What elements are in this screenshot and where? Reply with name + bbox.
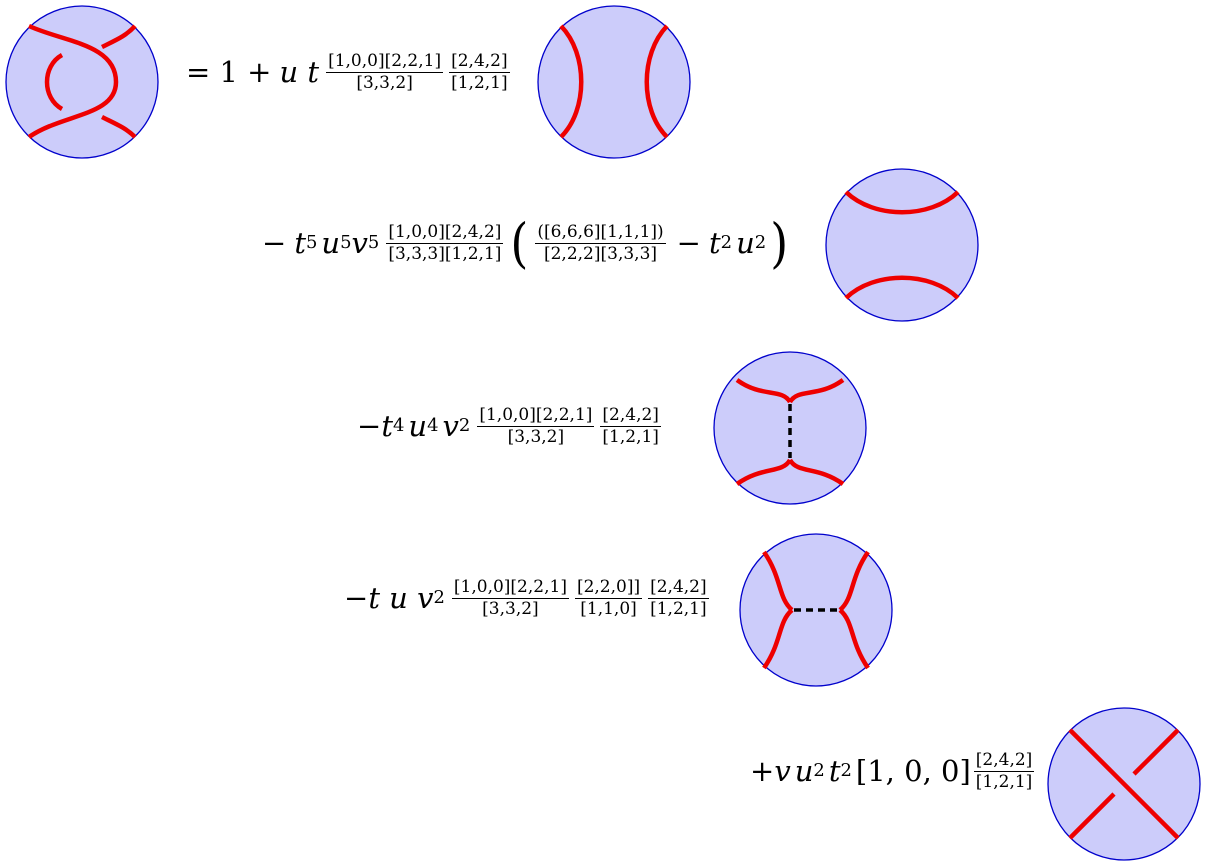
minus: − <box>676 225 701 260</box>
strand <box>735 458 792 486</box>
var-v: v <box>442 408 459 443</box>
fraction: [2,4,2] [1,2,1] <box>600 404 661 447</box>
strand <box>100 24 137 50</box>
numerator: [2,4,2] <box>973 749 1035 772</box>
horizontal-trivalent-pair-diagram <box>739 533 893 687</box>
numerator: [2,4,2] <box>449 50 510 73</box>
fraction: [1,0,0][2,2,1] [3,3,2] <box>451 576 569 619</box>
disk <box>739 533 893 687</box>
numerator: [1,0,0][2,2,1] <box>451 576 569 599</box>
var-t: t <box>381 408 393 443</box>
strand <box>788 458 845 486</box>
var-u: u <box>736 225 755 260</box>
denominator: [3,3,3][1,2,1] <box>388 243 502 264</box>
lead: − <box>344 580 369 615</box>
fraction: [2,2,0]] [1,1,0] <box>574 576 643 619</box>
var-u: u <box>794 753 814 788</box>
lead: = 1 + <box>186 54 272 89</box>
var-t: t <box>828 753 841 788</box>
strand <box>762 608 794 670</box>
bracket: [1, 0, 0] <box>855 753 971 788</box>
vertical-trivalent-pair-diagram <box>713 351 867 505</box>
var-u: u <box>408 408 428 443</box>
numerator: [2,4,2] <box>600 404 661 427</box>
denominator: [1,1,0] <box>580 598 637 619</box>
disk <box>537 5 691 159</box>
disk <box>5 5 159 159</box>
fraction: [1,0,0][2,2,1] [3,3,2] <box>477 404 595 447</box>
denominator: [2,2,2][3,3,3] <box>543 243 658 264</box>
numerator: [2,2,0]] <box>574 576 643 599</box>
over-strand <box>1068 728 1180 840</box>
left-paren: ( <box>510 211 529 275</box>
vertical-arcs-diagram <box>537 5 691 159</box>
fraction: [2,4,2] [1,2,1] <box>449 50 510 93</box>
vars: u t <box>279 54 320 89</box>
lead: − <box>262 225 287 260</box>
strand <box>100 114 137 139</box>
denominator: [1,2,1] <box>975 771 1033 792</box>
numerator: ([6,6,6][1,1,1]) <box>535 221 666 244</box>
lead: + <box>750 753 775 788</box>
var-t: t <box>294 225 306 260</box>
crossing-diagram <box>1047 707 1201 861</box>
strand <box>762 550 794 612</box>
fraction: [2,4,2] [1,2,1] <box>973 749 1035 792</box>
numerator: [2,4,2] <box>648 576 709 599</box>
horizontal-arcs-diagram <box>825 168 979 322</box>
strand <box>844 275 960 300</box>
denominator: [1,2,1] <box>602 426 659 447</box>
denominator: [3,3,2] <box>507 426 565 447</box>
denominator: [3,3,2] <box>356 72 413 93</box>
numerator: [1,0,0][2,2,1] <box>477 404 595 427</box>
denominator: [1,2,1] <box>650 598 707 619</box>
var-t: t <box>708 225 721 260</box>
strand <box>27 23 119 139</box>
strand <box>838 608 870 670</box>
denominator: [1,2,1] <box>451 72 508 93</box>
disk <box>825 168 979 322</box>
denominator: [3,3,2] <box>482 598 539 619</box>
var-v: v <box>774 753 791 788</box>
vars: t u v <box>368 580 434 615</box>
right-paren: ) <box>770 211 789 275</box>
numerator: [1,0,0][2,2,1] <box>326 50 444 73</box>
strand <box>735 378 792 404</box>
term-1: = 1 + u t [1,0,0][2,2,1] [3,3,2] [2,4,2]… <box>186 39 513 105</box>
var-v: v <box>351 225 368 260</box>
strand <box>559 24 584 139</box>
fraction: [1,0,0][2,4,2] [3,3,3][1,2,1] <box>386 221 504 264</box>
lead: − <box>357 408 382 443</box>
strand <box>844 190 960 215</box>
crossing-pair-lhs-diagram <box>5 5 159 159</box>
strand <box>644 24 669 139</box>
under-strand <box>1132 728 1180 776</box>
fraction: ([6,6,6][1,1,1]) [2,2,2][3,3,3] <box>535 221 666 264</box>
strand <box>788 378 845 404</box>
var-u: u <box>321 225 341 260</box>
strand <box>838 550 870 612</box>
fraction: [1,0,0][2,2,1] [3,3,2] <box>326 50 444 93</box>
numerator: [1,0,0][2,4,2] <box>386 221 504 244</box>
fraction: [2,4,2] [1,2,1] <box>648 576 709 619</box>
strand <box>44 53 64 111</box>
under-strand <box>1068 792 1116 840</box>
